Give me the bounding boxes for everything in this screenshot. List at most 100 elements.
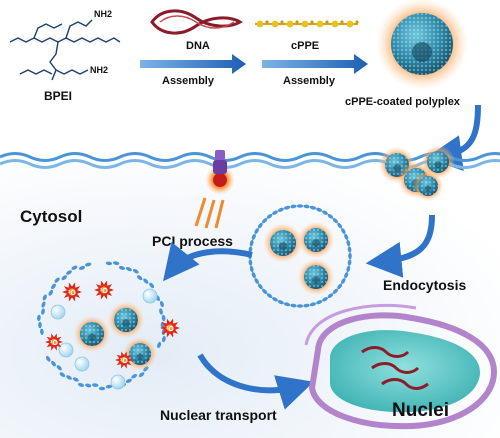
endosome-lipid <box>322 210 328 215</box>
endosome-lipid <box>98 386 106 391</box>
endosome-lipid <box>344 272 349 279</box>
polyplex <box>107 301 145 339</box>
endosome-lipid <box>283 205 291 210</box>
endosome-lipid <box>296 204 304 208</box>
endosome-lipid <box>162 335 166 343</box>
endocytosis-arrow <box>365 214 435 278</box>
endosome-lipid <box>341 278 346 284</box>
endosome-lipid <box>272 297 278 302</box>
cppe-bead <box>286 20 294 28</box>
cppe-node <box>325 20 329 24</box>
singlet-oxygen-burst: ¹O <box>62 282 82 302</box>
vesicle-blob <box>142 288 158 304</box>
singlet-oxygen-symbol: ¹O <box>166 326 174 333</box>
endosome-lipid <box>40 328 44 335</box>
endosome-lipid <box>92 383 99 387</box>
singlet-oxygen-symbol: ¹O <box>120 358 128 365</box>
endosome-lipid <box>337 222 343 229</box>
polyplex <box>262 222 304 264</box>
endosome-lipid <box>85 262 92 267</box>
endosome-lipid <box>248 259 253 266</box>
endosome-lipid <box>290 204 297 209</box>
polyplex <box>412 170 444 202</box>
endosome-lipid <box>105 384 113 389</box>
endosome-lipid <box>346 265 351 273</box>
nh2-label-bottom: NH2 <box>90 65 108 75</box>
nuclear-transport-arrow <box>197 353 314 410</box>
endosome-lipid <box>159 300 164 308</box>
pci-arrow <box>162 241 253 282</box>
assembly-arrow-1 <box>140 54 246 74</box>
endosome-lipid <box>48 289 54 296</box>
endosome-lipid <box>296 304 304 308</box>
cytosol-label: Cytosol <box>20 207 82 226</box>
cppe-node <box>265 20 269 24</box>
endosome-lipid <box>249 239 254 247</box>
endosome-lipid <box>51 360 56 367</box>
endosome-lipid <box>254 278 259 284</box>
polyplex <box>297 221 335 259</box>
cppe-node <box>340 20 344 24</box>
polyplex <box>122 336 158 372</box>
bpei-label: BPEI <box>44 89 72 103</box>
nuclear-transport-label: Nuclear transport <box>160 407 277 423</box>
endosome-lipid <box>254 228 259 234</box>
endosome-lipid <box>251 272 256 279</box>
pci-process-label: PCI process <box>152 233 233 249</box>
cppe-bead <box>301 20 309 28</box>
endosome-lipid <box>105 261 113 266</box>
endosome-lipid <box>283 302 291 307</box>
endosome-lipid <box>251 233 256 240</box>
polyplex <box>420 144 456 180</box>
coated-polyplex-label: cPPE-coated polyplex <box>345 96 461 108</box>
cppe-bead <box>331 20 339 28</box>
vesicle-blob <box>58 342 74 358</box>
endosome-lipid <box>149 282 155 289</box>
endosome-lipid <box>346 239 351 247</box>
endosome-lipid <box>337 283 343 290</box>
endosome-lipid <box>322 297 328 302</box>
cppe-bead <box>316 20 324 28</box>
endosome-lipid <box>266 293 273 299</box>
assembly-arrow-2 <box>262 54 368 74</box>
polyplex <box>297 258 335 296</box>
endosome-lipid <box>327 293 334 299</box>
endosome-lipid <box>277 300 284 305</box>
vesicle-blob <box>110 374 126 390</box>
cppe-chain-icon <box>255 20 359 28</box>
singlet-oxygen-burst: ¹O <box>94 280 114 300</box>
endosome-lipid <box>248 246 253 253</box>
endosome-lipid <box>77 382 85 387</box>
nuclear-dna <box>361 346 429 390</box>
endosome-lipid <box>257 283 263 290</box>
endosome-lipid <box>71 265 78 270</box>
endosome-lipid <box>136 275 143 281</box>
endosome-lipid <box>347 246 352 253</box>
endosome-lipid <box>38 321 42 329</box>
singlet-oxygen-symbol: ¹O <box>100 288 108 295</box>
endosome-lipid <box>316 300 323 305</box>
bpei-structure <box>9 19 121 81</box>
dna-icon <box>150 9 243 35</box>
endosome-lipid <box>262 218 268 224</box>
endosome-lipid <box>66 270 72 275</box>
endosome-lipid <box>37 314 41 322</box>
endosome-lipid <box>112 261 120 265</box>
endosome-lipid <box>257 222 263 229</box>
vesicle-blob <box>74 356 90 372</box>
cppe-node <box>310 20 314 24</box>
endosome-lipid <box>131 373 138 379</box>
endosome-lipid <box>303 204 310 209</box>
light-source-icon <box>194 150 235 229</box>
endosome-lipid <box>290 303 297 308</box>
endosome-lipid <box>332 218 338 224</box>
singlet-oxygen-burst: ¹O <box>160 318 180 338</box>
endosome-lipid <box>249 265 254 273</box>
endosome-lipid <box>45 355 51 362</box>
cppe-node <box>355 20 359 24</box>
endosome-lipid <box>344 233 349 240</box>
endosome-lipid <box>66 375 72 380</box>
nh2-label-top: NH2 <box>94 9 112 19</box>
cppe-bead <box>346 20 354 28</box>
